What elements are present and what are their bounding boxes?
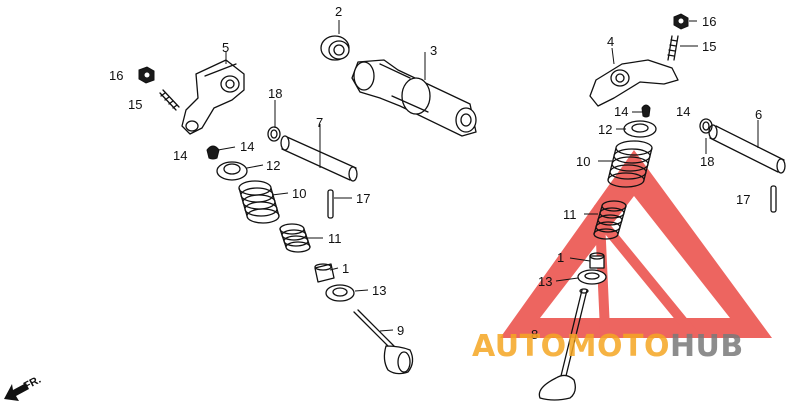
callout-left-adjust-screw: 15 <box>128 97 142 112</box>
left-rocker-arm-icon <box>181 59 245 135</box>
front-direction-indicator: FR. <box>4 374 43 401</box>
left-o-ring-icon <box>267 126 281 142</box>
left-spring-seat-icon <box>325 284 355 302</box>
right-inner-spring-icon <box>593 200 627 240</box>
left-shaft-icon <box>280 135 358 182</box>
right-stem-seal-icon <box>589 252 605 269</box>
callout-left-o-ring: 18 <box>268 86 282 101</box>
right-shaft-icon <box>708 124 786 174</box>
right-nut-icon <box>673 13 689 30</box>
callout-left-cotter: 14 <box>173 148 187 163</box>
callout-right-rocker-arm: 4 <box>607 34 614 49</box>
callout-left-rocker-arm: 5 <box>222 40 229 55</box>
callout-right-inner-spring: 11 <box>563 207 577 222</box>
callout-right-nut: 16 <box>702 14 716 29</box>
callout-left-valve: 9 <box>397 323 404 338</box>
left-valve-icon <box>353 309 414 375</box>
right-spring-seat-icon <box>577 269 607 285</box>
callout-right-stem-seal: 1 <box>557 250 564 265</box>
right-adjust-screw-icon <box>667 35 679 61</box>
right-outer-spring-icon <box>607 140 653 188</box>
left-cotter-icon <box>206 145 220 160</box>
left-adjust-screw-icon <box>159 89 180 111</box>
callout-right-o-ring: 18 <box>700 154 714 169</box>
watermark-moto: MOTO <box>567 329 670 364</box>
right-cotter-icon <box>641 104 651 118</box>
callout-left-outer-spring: 10 <box>292 186 306 201</box>
callout-left-retainer: 12 <box>266 158 280 173</box>
left-inner-spring-icon <box>279 223 311 253</box>
callout-right-cotter: 14 <box>614 104 628 119</box>
callout-left-cotter-2: 14 <box>240 139 254 154</box>
cam-bearing-icon <box>320 35 350 61</box>
callout-cam-bearing: 2 <box>335 4 342 19</box>
watermark-auto: AUTO <box>472 329 567 364</box>
callout-right-valve: 8 <box>531 327 538 342</box>
right-o-ring-icon <box>699 118 713 134</box>
right-rocker-arm-icon <box>589 59 679 107</box>
leader-lines <box>217 20 759 332</box>
left-nut-icon <box>138 66 155 84</box>
callout-right-outer-spring: 10 <box>576 154 590 169</box>
callout-left-shaft: 7 <box>316 115 323 130</box>
right-retainer-icon <box>623 120 657 138</box>
callout-right-shaft: 6 <box>755 107 762 122</box>
callout-left-spring-seat: 13 <box>372 283 386 298</box>
svg-text:AUTOMOTOHUB: AUTOMOTOHUB <box>472 329 744 364</box>
left-stem-seal-icon <box>314 263 335 283</box>
callout-left-stem-seal: 1 <box>342 261 349 276</box>
callout-right-retainer: 12 <box>598 122 612 137</box>
callout-right-spring-seat: 13 <box>538 274 552 289</box>
watermark-triangle-icon <box>500 150 772 338</box>
callout-right-cotter-2: 14 <box>676 104 690 119</box>
callout-labels: 16 15 5 14 14 12 10 11 1 13 9 7 17 18 2 … <box>109 4 762 342</box>
right-pin-icon <box>770 185 777 213</box>
callout-right-pin: 17 <box>736 192 750 207</box>
left-retainer-icon <box>216 161 248 181</box>
left-pin-icon <box>327 189 334 219</box>
left-outer-spring-icon <box>238 180 280 224</box>
callout-left-nut: 16 <box>109 68 123 83</box>
front-arrow-icon <box>4 383 29 401</box>
front-direction-label: FR. <box>22 374 43 393</box>
camshaft-icon <box>351 59 477 137</box>
watermark-hub: HUB <box>670 329 744 364</box>
callout-right-adjust-screw: 15 <box>702 39 716 54</box>
callout-left-inner-spring: 11 <box>328 231 342 246</box>
watermark-text: AUTOMOTOHUB <box>472 329 744 364</box>
callout-camshaft: 3 <box>430 43 437 58</box>
right-valve-icon <box>538 288 589 401</box>
callout-left-pin: 17 <box>356 191 370 206</box>
